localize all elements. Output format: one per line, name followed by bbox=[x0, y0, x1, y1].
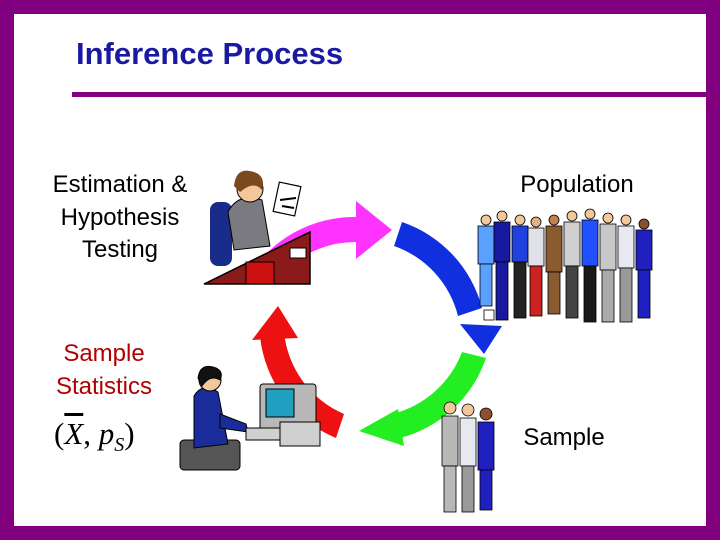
arrow-blue-head bbox=[460, 324, 502, 354]
population-crowd-icon bbox=[477, 208, 653, 323]
arrow-blue bbox=[394, 222, 482, 316]
arrow-green-head bbox=[359, 409, 404, 446]
title-divider bbox=[72, 92, 706, 97]
arrow-magenta-head bbox=[356, 201, 392, 259]
inference-cycle-diagram bbox=[179, 170, 653, 513]
computer-user-icon bbox=[179, 365, 321, 471]
arrow-green bbox=[392, 352, 486, 438]
sample-group-icon bbox=[441, 401, 495, 513]
population-label: Population bbox=[520, 171, 634, 198]
arrow-red-head bbox=[252, 306, 298, 340]
slide-title: Inference Process bbox=[76, 36, 344, 71]
slide: Inference Process bbox=[14, 14, 706, 526]
estimation-label: Estimation & Hypothesis Testing bbox=[52, 171, 188, 264]
sample-statistics-formula: (X, pS) bbox=[54, 416, 135, 457]
sample-label: Sample bbox=[523, 424, 605, 451]
businesswoman-at-desk-icon bbox=[203, 170, 311, 285]
sample-statistics-label: Sample Statistics bbox=[55, 340, 153, 400]
